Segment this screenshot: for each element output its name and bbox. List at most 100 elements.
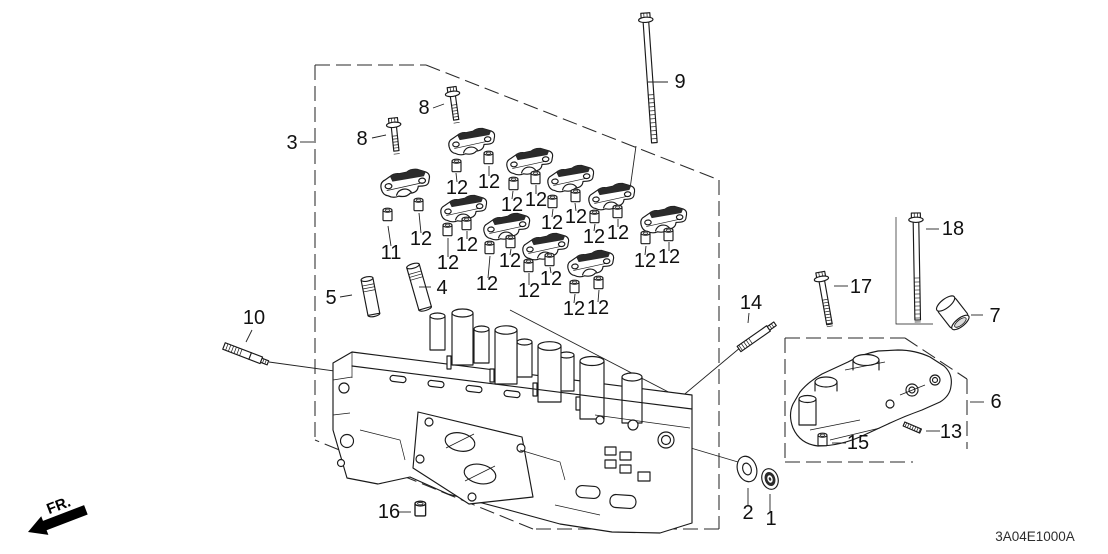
dowel-pin-15 <box>817 432 828 447</box>
stud-10 <box>222 342 270 366</box>
part-label-12: 12 <box>658 246 680 268</box>
part-label-12: 12 <box>583 226 605 248</box>
dowel-pin <box>523 258 534 273</box>
leader-line-11 <box>387 225 392 247</box>
dashed-boundary-rocker-assembly <box>784 337 968 463</box>
camshaft-holder <box>505 146 555 177</box>
leader-line-10 <box>245 329 253 343</box>
tappet-cylinders-back-row <box>429 312 575 392</box>
dowel-pin-16 <box>414 500 427 517</box>
part-label-12: 12 <box>476 273 498 295</box>
leader-line-12 <box>455 172 458 183</box>
bolt-8-right <box>443 85 461 124</box>
part-label-12: 12 <box>563 298 585 320</box>
fr-direction-arrow: FR. <box>28 493 88 535</box>
part-label-18: 18 <box>942 218 964 240</box>
dowel-pin <box>570 188 581 203</box>
washer-2 <box>736 455 758 483</box>
part-label-12: 12 <box>607 222 629 244</box>
leader-line-12 <box>593 223 596 232</box>
dowel-pin <box>505 234 516 249</box>
dowel-pin <box>593 275 604 290</box>
dowel-pin <box>483 150 494 165</box>
leader-line-12 <box>487 255 491 279</box>
leader-line-14 <box>747 312 750 324</box>
camshaft-holder <box>566 248 616 279</box>
leader-line-12 <box>551 208 554 218</box>
part-label-7: 7 <box>989 305 1000 327</box>
dowel-pin <box>484 240 495 255</box>
leader-line-12 <box>418 212 422 234</box>
part-label-12: 12 <box>587 297 609 319</box>
dowel-pin <box>508 176 519 191</box>
bolt-18-bracket-line <box>895 217 933 325</box>
part-label-12: 12 <box>478 171 500 193</box>
part-label-10: 10 <box>243 307 265 329</box>
part-label-12: 12 <box>456 234 478 256</box>
stud-13 <box>902 421 923 434</box>
dowel-pin <box>663 227 674 242</box>
camshaft-holder-11 <box>379 167 432 199</box>
part-label-3: 3 <box>286 132 297 154</box>
part-label-12: 12 <box>501 194 523 216</box>
washer-1 <box>761 468 779 490</box>
part-label-12: 12 <box>499 250 521 272</box>
leader-line-8 <box>371 134 387 139</box>
dowel-pin <box>612 204 623 219</box>
valve-guide-5 <box>360 275 381 318</box>
leader-line-12 <box>509 248 512 256</box>
part-label-11: 11 <box>381 242 402 264</box>
dowel-pin <box>569 279 580 294</box>
part-label-2: 2 <box>742 502 753 524</box>
leader-line-12 <box>511 190 514 200</box>
sealing-cap-7 <box>935 295 970 331</box>
part-label-9: 9 <box>674 71 685 93</box>
part-label-12: 12 <box>446 177 468 199</box>
dowel-pin <box>442 222 453 237</box>
deck-slots <box>389 374 521 399</box>
bolt-8-left <box>385 116 402 155</box>
part-label-13: 13 <box>940 421 962 443</box>
head-front-plate <box>412 411 534 505</box>
part-label-1: 1 <box>765 508 776 530</box>
dowel-pin <box>544 252 555 267</box>
dowel-pin <box>530 170 541 185</box>
part-label-12: 12 <box>410 228 432 250</box>
dowel-pin-11 <box>382 207 393 222</box>
leader-line-12 <box>597 289 600 303</box>
part-label-14: 14 <box>740 292 762 314</box>
part-label-12: 12 <box>565 206 587 228</box>
part-label-15: 15 <box>847 432 869 454</box>
dowel-pin <box>451 158 462 173</box>
bolt-9 <box>637 11 658 144</box>
dowel-pin <box>589 209 600 224</box>
stud-14 <box>736 321 777 353</box>
rocker-assembly-6-drawing <box>789 349 952 447</box>
leader-line-8 <box>432 103 445 109</box>
bolt-17 <box>812 270 833 328</box>
leader-line-12 <box>549 266 552 274</box>
head-left-end-face <box>332 352 355 468</box>
part-label-12: 12 <box>634 250 656 272</box>
camshaft-holder <box>587 181 637 212</box>
leader-line-12 <box>574 202 577 212</box>
part-label-17: 17 <box>850 276 872 298</box>
part-label-12: 12 <box>541 212 563 234</box>
part-label-8: 8 <box>418 97 429 119</box>
leader-line-12 <box>573 293 576 304</box>
part-label-5: 5 <box>325 287 336 309</box>
dowel-pin <box>413 197 424 212</box>
head-right-face-detail <box>359 414 691 516</box>
part-label-12: 12 <box>437 252 459 274</box>
tappet-cylinders-front-row <box>451 308 643 424</box>
diagram-code: 3A04E1000A <box>995 529 1075 544</box>
leader-line-5 <box>339 294 353 298</box>
cylinder-head-drawing <box>332 308 693 534</box>
camshaft-holder <box>546 163 596 194</box>
dowel-pin <box>640 230 651 245</box>
part-label-12: 12 <box>540 268 562 290</box>
part-label-16: 16 <box>378 501 400 523</box>
dowel-pin <box>547 194 558 209</box>
